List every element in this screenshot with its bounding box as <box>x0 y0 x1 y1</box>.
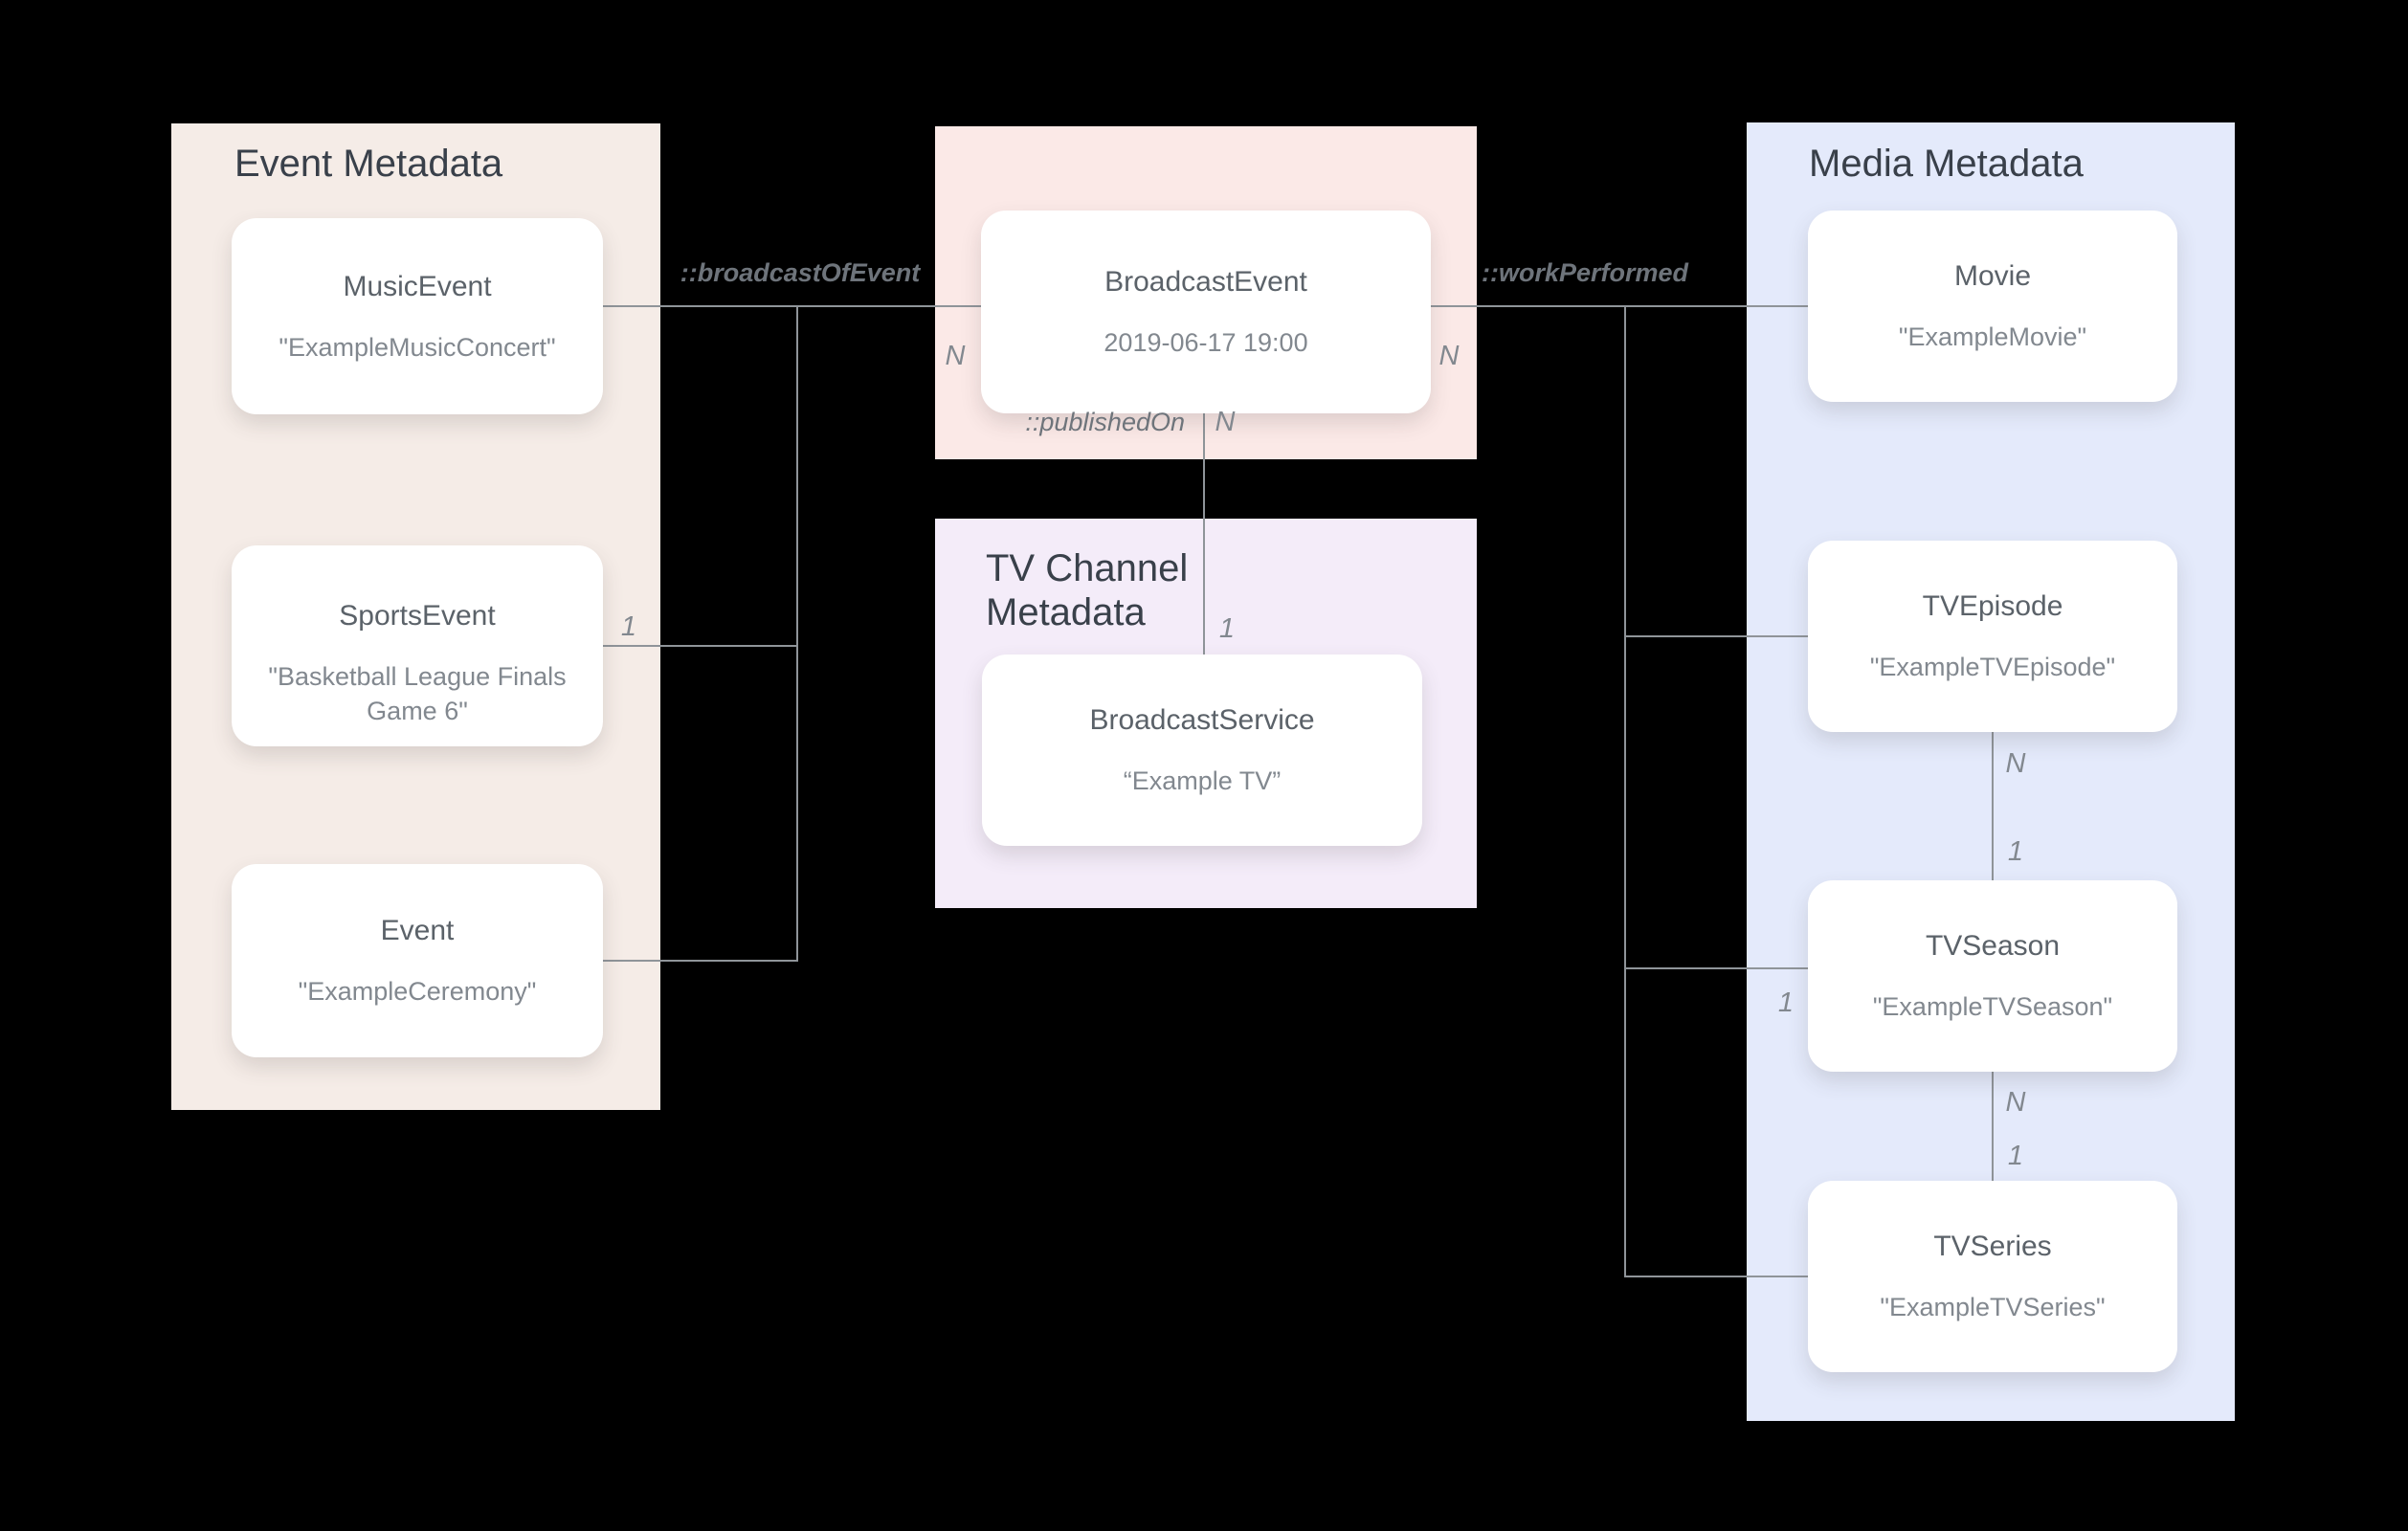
cardinality-sports-event-1: 1 <box>620 611 637 642</box>
cardinality-season-series-1: 1 <box>2007 1141 2024 1171</box>
cardinality-published-on-1: 1 <box>1218 613 1236 644</box>
card-tv-season-title: TVSeason <box>1925 930 2061 962</box>
cardinality-episode-season-n: N <box>2005 748 2026 779</box>
connector-tvseason-branch <box>1624 967 1808 969</box>
cardinality-broadcast-left-n: N <box>945 341 966 371</box>
media-metadata-title: Media Metadata <box>1809 143 2084 185</box>
card-tv-episode: TVEpisode "ExampleTVEpisode" <box>1808 541 2177 732</box>
card-sports-event-title: SportsEvent <box>339 600 496 632</box>
card-broadcast-service: BroadcastService “Example TV” <box>982 655 1422 846</box>
edge-label-published-on: ::publishedOn <box>1025 408 1185 436</box>
connector-musicevent-broadcastevent <box>603 305 981 307</box>
card-tv-episode-title: TVEpisode <box>1922 590 2063 622</box>
card-tv-series-value: "ExampleTVSeries" <box>1880 1293 2106 1321</box>
connector-publishedon-vertical <box>1203 413 1205 655</box>
card-movie: Movie "ExampleMovie" <box>1808 211 2177 402</box>
card-broadcast-event-value: 2019-06-17 19:00 <box>1104 328 1308 357</box>
cardinality-episode-season-1: 1 <box>2007 836 2024 867</box>
card-tv-season: TVSeason "ExampleTVSeason" <box>1808 880 2177 1072</box>
card-event-title: Event <box>380 915 455 946</box>
connector-media-vertical <box>1624 305 1626 1277</box>
edge-label-work-performed: ::workPerformed <box>1481 258 1689 287</box>
card-music-event-title: MusicEvent <box>343 270 492 302</box>
event-metadata-title: Event Metadata <box>234 143 503 185</box>
card-tv-series-title: TVSeries <box>1933 1231 2052 1262</box>
connector-episode-season-vertical <box>1992 732 1994 880</box>
card-music-event: MusicEvent "ExampleMusicConcert" <box>232 218 603 414</box>
connector-tvseries-branch <box>1624 1276 1808 1277</box>
connector-sportsevent-branch <box>603 645 796 647</box>
cardinality-broadcast-right-n: N <box>1438 341 1460 371</box>
card-broadcast-event-title: BroadcastEvent <box>1104 266 1307 298</box>
edge-label-broadcast-of-event: ::broadcastOfEvent <box>680 258 921 287</box>
connector-season-series-vertical <box>1992 1072 1994 1181</box>
card-sports-event: SportsEvent "Basketball League Finals Ga… <box>232 545 603 746</box>
card-event: Event "ExampleCeremony" <box>232 864 603 1057</box>
connector-tvepisode-branch <box>1624 635 1808 637</box>
cardinality-season-series-n: N <box>2005 1087 2026 1118</box>
card-movie-title: Movie <box>1953 260 2032 292</box>
cardinality-tv-season-1: 1 <box>1777 987 1795 1018</box>
card-tv-episode-value: "ExampleTVEpisode" <box>1869 653 2116 681</box>
cardinality-published-on-n: N <box>1215 407 1236 437</box>
card-broadcast-service-value: “Example TV” <box>1123 766 1282 795</box>
tv-channel-metadata-title: TV Channel Metadata <box>986 547 1189 633</box>
card-movie-value: "ExampleMovie" <box>1898 322 2087 351</box>
connector-event-branch <box>603 960 796 962</box>
card-event-value: "ExampleCeremony" <box>298 977 537 1006</box>
card-tv-season-value: "ExampleTVSeason" <box>1872 992 2113 1021</box>
card-broadcast-event: BroadcastEvent 2019-06-17 19:00 <box>981 211 1431 413</box>
connector-event-vertical-left <box>796 305 798 962</box>
connector-broadcastevent-movie <box>1431 305 1808 307</box>
card-tv-series: TVSeries "ExampleTVSeries" <box>1808 1181 2177 1372</box>
card-sports-event-value: "Basketball League Finals Game 6" <box>268 662 567 725</box>
card-music-event-value: "ExampleMusicConcert" <box>279 332 556 362</box>
card-broadcast-service-title: BroadcastService <box>1089 704 1315 736</box>
